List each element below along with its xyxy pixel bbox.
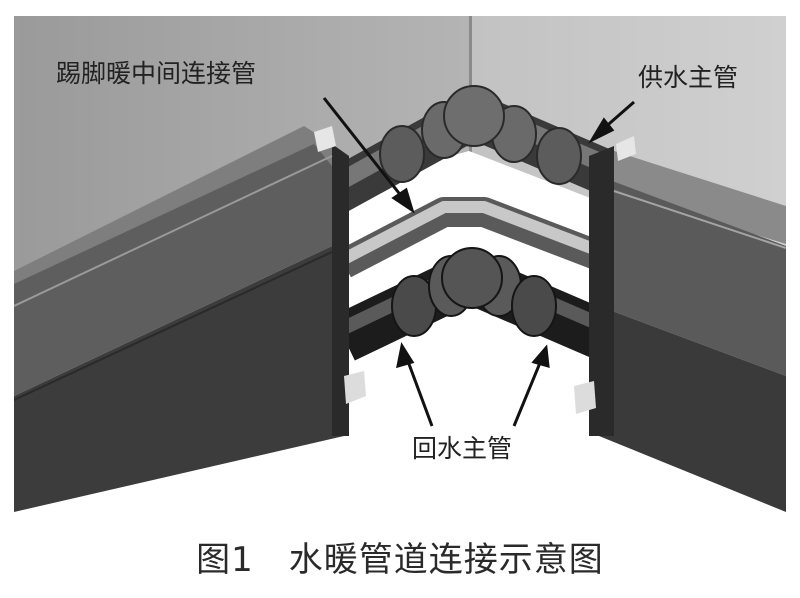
right-baseboard-radiator: [574, 136, 786, 512]
pipe-connection-figure: 踢脚暖中间连接管 供水主管 回水主管: [14, 16, 786, 512]
return-main-label: 回水主管: [412, 434, 512, 463]
middle-pipe-arrow: [322, 97, 408, 203]
middle-connecting-pipe: [337, 197, 605, 278]
figure-caption: 图1 水暖管道连接示意图: [196, 540, 604, 580]
middle-pipe-label: 踢脚暖中间连接管: [56, 59, 256, 88]
arrows: [322, 97, 635, 427]
return-right-arrow: [512, 357, 544, 427]
supply-main-label: 供水主管: [638, 63, 738, 92]
return-left-arrow: [404, 355, 434, 427]
return-main-pipe: [333, 247, 609, 361]
left-baseboard-radiator: [14, 126, 366, 512]
